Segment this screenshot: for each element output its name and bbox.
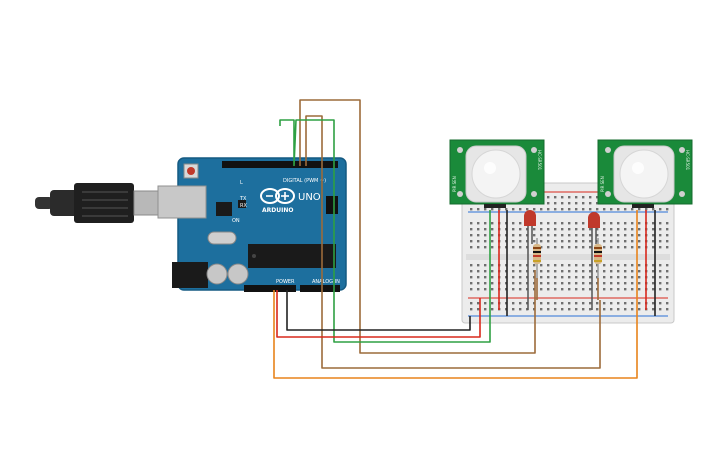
digital-header[interactable] bbox=[222, 161, 338, 168]
crystal bbox=[207, 231, 237, 245]
tx-label: TX bbox=[239, 196, 247, 202]
led-1-body bbox=[524, 210, 536, 226]
icsp-header bbox=[326, 196, 338, 214]
usb-cable[interactable] bbox=[35, 183, 163, 223]
analog-header[interactable] bbox=[300, 285, 340, 292]
l-label: L bbox=[240, 180, 243, 186]
usb-chip bbox=[216, 202, 232, 216]
wire-red-5v[interactable] bbox=[276, 290, 481, 338]
pir-sensor-2-label-left: PIR SEN bbox=[600, 176, 605, 192]
reset-button[interactable] bbox=[187, 167, 195, 175]
dc-jack bbox=[172, 262, 208, 288]
on-label: ON bbox=[232, 218, 240, 224]
usb-socket bbox=[157, 185, 207, 219]
resistor-2[interactable] bbox=[594, 238, 602, 278]
led-2-body bbox=[588, 212, 600, 228]
board-logo-text: ARDUINO bbox=[262, 207, 293, 214]
capacitor-1 bbox=[206, 263, 228, 285]
pir-sensor-1-dome-icon bbox=[471, 149, 521, 199]
arduino-uno-board[interactable]: ARDUINO UNO DIGITAL (PWM ~) ANALOG IN PO… bbox=[157, 157, 347, 292]
wire-green[interactable] bbox=[279, 119, 491, 343]
wire-brown-long[interactable] bbox=[299, 99, 536, 354]
pir-sensor-2[interactable]: PIR SEN HC-SR501 bbox=[597, 139, 693, 208]
wire-orange[interactable] bbox=[273, 232, 638, 379]
wire-brown-short[interactable] bbox=[305, 115, 601, 369]
wire-black-gnd[interactable] bbox=[286, 290, 471, 331]
usb-cable-end bbox=[35, 197, 53, 209]
pir-sensor-2-label-right: HC-SR501 bbox=[685, 150, 690, 171]
usb-cable-strain-relief bbox=[50, 190, 78, 216]
digital-label: DIGITAL (PWM ~) bbox=[283, 178, 326, 184]
pir-sensor-2-dome-icon bbox=[619, 149, 669, 199]
center-channel bbox=[466, 254, 670, 260]
power-header[interactable] bbox=[244, 285, 296, 292]
usb-plug-metal bbox=[133, 190, 163, 216]
pir-sensor-1-label-right: HC-SR501 bbox=[537, 150, 542, 171]
led-1[interactable] bbox=[524, 210, 536, 310]
resistor-1[interactable] bbox=[533, 238, 541, 278]
led-2[interactable] bbox=[588, 212, 600, 310]
power-label: POWER bbox=[276, 279, 295, 285]
arduino-logo-icon bbox=[260, 188, 295, 204]
rx-label: RX bbox=[240, 203, 247, 209]
pir-sensor-1[interactable]: PIR SEN HC-SR501 bbox=[449, 139, 545, 208]
analog-label: ANALOG IN bbox=[312, 279, 340, 285]
breadboard-body bbox=[461, 182, 675, 324]
board-model-text: UNO bbox=[298, 192, 321, 203]
pir-sensor-1-label-left: PIR SEN bbox=[452, 176, 457, 192]
capacitor-2 bbox=[227, 263, 249, 285]
